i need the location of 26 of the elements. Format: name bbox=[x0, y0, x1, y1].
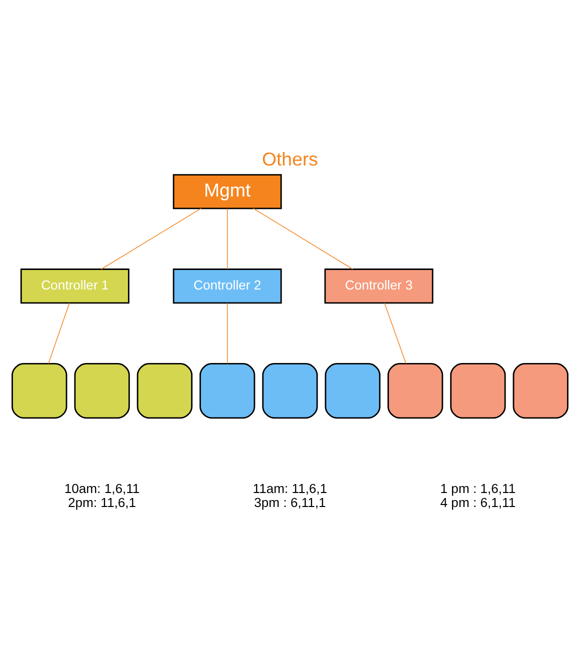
node-box bbox=[324, 363, 380, 419]
node-box bbox=[512, 363, 568, 419]
node-label: 10am: 1,6,11 bbox=[64, 480, 140, 496]
node-box bbox=[262, 363, 318, 419]
node-box: Mgmt bbox=[172, 174, 282, 210]
connector bbox=[384, 302, 406, 364]
connector bbox=[226, 302, 228, 364]
node-box bbox=[200, 363, 256, 419]
node-box bbox=[74, 363, 130, 419]
diagram-title: Others bbox=[262, 148, 318, 170]
node-box bbox=[136, 363, 193, 419]
node-label: 2pm: 11,6,1 bbox=[68, 494, 136, 510]
node-box bbox=[12, 363, 68, 419]
node-box bbox=[387, 363, 444, 419]
connector bbox=[100, 208, 202, 270]
connector bbox=[48, 302, 70, 364]
node-box bbox=[450, 363, 506, 419]
node-label: 3pm : 6,11,1 bbox=[254, 494, 326, 510]
node-label: 1 pm : 1,6,11 bbox=[440, 480, 516, 496]
connector bbox=[226, 208, 228, 270]
node-box: Controller 1 bbox=[20, 268, 130, 304]
connector bbox=[253, 208, 353, 270]
node-label: 11am: 11,6,1 bbox=[252, 480, 328, 496]
node-box: Controller 3 bbox=[324, 268, 434, 304]
node-box: Controller 2 bbox=[172, 268, 282, 304]
node-label: 4 pm : 6,1,11 bbox=[440, 494, 516, 510]
